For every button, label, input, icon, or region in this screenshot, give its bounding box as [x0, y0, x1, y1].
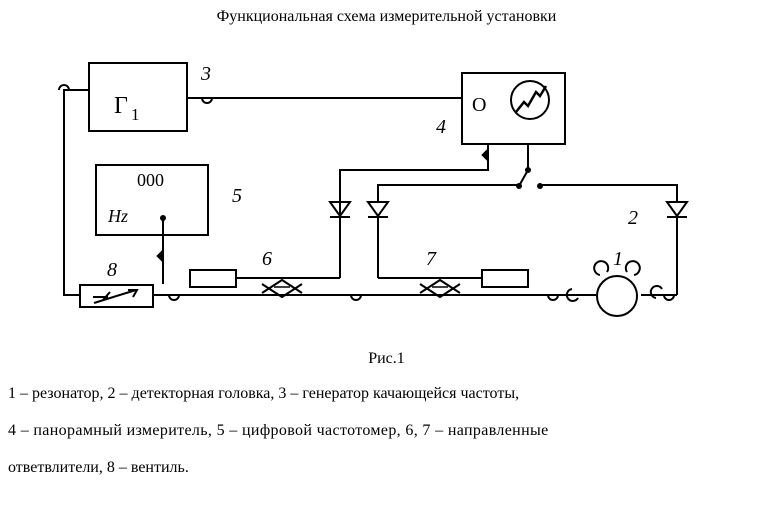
detector-2-branch-line — [540, 184, 678, 202]
line-connector — [663, 294, 675, 301]
detector-diode-icon — [366, 201, 390, 218]
label-3: 3 — [200, 63, 211, 85]
label-6: 6 — [262, 248, 272, 270]
generator-symbol: Г — [114, 93, 128, 119]
directional-coupler-7 — [377, 216, 529, 299]
line-connector — [350, 294, 362, 301]
switch-lever-icon — [518, 169, 529, 187]
sweep-generator-block: Г 1 — [88, 62, 188, 132]
valve-to-generator-line — [63, 89, 89, 296]
sweep-trace-icon — [515, 85, 548, 113]
detector-head-2 — [665, 201, 689, 295]
detector-7-branch-line — [377, 184, 517, 202]
generator-subscript: 1 — [131, 105, 140, 124]
generator-output-connector — [201, 97, 213, 104]
frequency-counter-block: 000 Hz — [95, 164, 209, 236]
analyzer-symbol: О — [472, 94, 486, 116]
figure-caption: Рис.1 — [368, 350, 405, 367]
legend-line-2: 4 – панорамный измеритель, 5 – цифровой … — [8, 422, 549, 439]
detector-6-to-analyzer-line — [339, 144, 489, 216]
label-1: 1 — [613, 248, 623, 270]
diagram-title: Функциональная схема измерительной устан… — [216, 8, 557, 25]
generator-input-connector — [58, 84, 70, 91]
label-4: 4 — [436, 116, 446, 138]
directional-coupler-6 — [189, 216, 341, 299]
resonator-icon — [565, 260, 663, 317]
counter-unit: Hz — [107, 206, 128, 226]
panoramic-analyzer-block: О — [461, 72, 566, 145]
legend-line-1: 1 – резонатор, 2 – детекторная головка, … — [8, 385, 520, 402]
counter-display: 000 — [137, 170, 164, 190]
label-5: 5 — [232, 185, 242, 207]
label-2: 2 — [628, 207, 638, 229]
line-connector — [168, 294, 180, 301]
isolator-block — [79, 284, 154, 308]
label-8: 8 — [107, 259, 117, 281]
legend-line-3: ответвлители, 8 – вентиль. — [8, 459, 189, 476]
analyzer-screen-icon — [510, 80, 550, 120]
label-7: 7 — [426, 248, 437, 270]
detector-diode-icon — [328, 201, 352, 218]
line-connector — [547, 294, 559, 301]
